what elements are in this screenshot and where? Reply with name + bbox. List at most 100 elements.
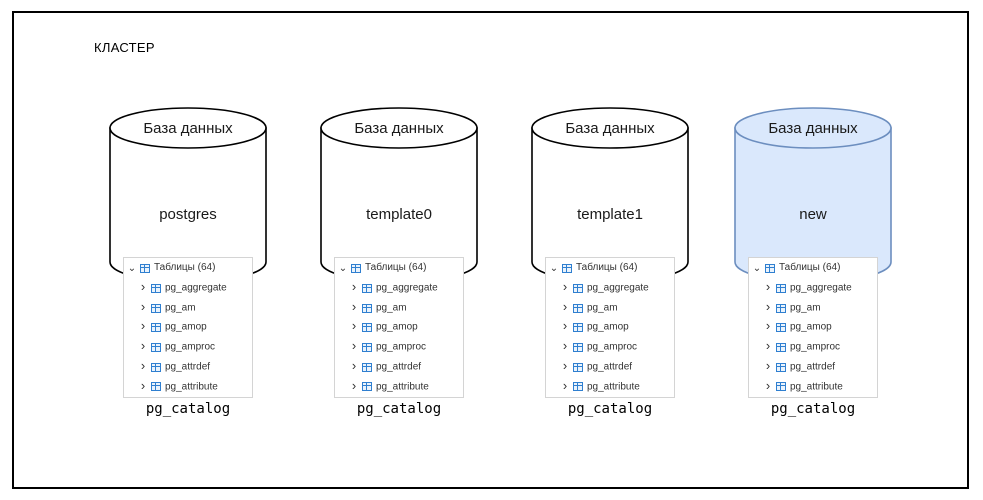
tree-item-pg-am[interactable]: ›pg_am xyxy=(138,298,196,316)
table-name-label: pg_aggregate xyxy=(165,282,227,294)
tree-item-pg-aggregate[interactable]: ›pg_aggregate xyxy=(763,278,852,296)
table-icon xyxy=(151,342,161,352)
table-name-label: pg_attrdef xyxy=(587,361,633,373)
tree-item-pg-attribute[interactable]: ›pg_attribute xyxy=(349,377,429,395)
table-icon xyxy=(573,342,583,352)
tree-node-tables[interactable]: ⌄ Таблицы (64) xyxy=(338,259,427,277)
table-icon xyxy=(573,283,583,293)
tree-item-pg-am[interactable]: ›pg_am xyxy=(349,298,407,316)
chevron-right-icon[interactable]: › xyxy=(140,377,146,393)
tree-item-pg-attribute[interactable]: ›pg_attribute xyxy=(763,377,843,395)
table-icon xyxy=(151,362,161,372)
chevron-right-icon[interactable]: › xyxy=(765,279,771,294)
table-tree-panel: ⌄Таблицы (64)›pg_aggregate›pg_am›pg_amop… xyxy=(545,257,675,398)
chevron-right-icon[interactable]: › xyxy=(765,357,771,373)
chevron-right-icon[interactable]: › xyxy=(140,279,146,294)
tree-item-pg-attrdef[interactable]: › pg_attrdef xyxy=(138,357,210,375)
tree-item-pg-amproc[interactable]: › pg_amproc xyxy=(560,337,637,355)
tree-item-pg-amop[interactable]: › pg_amop xyxy=(349,317,418,335)
tree-item-pg-am[interactable]: › pg_am xyxy=(763,298,821,316)
chevron-right-icon[interactable]: › xyxy=(351,377,357,393)
table-name-label: pg_amproc xyxy=(587,341,638,353)
chevron-right-icon[interactable]: › xyxy=(351,279,357,294)
tree-item-pg-am[interactable]: › pg_am xyxy=(560,298,618,316)
table-name-label: pg_am xyxy=(790,302,821,314)
table-icon xyxy=(776,382,786,392)
table-name-label: pg_attrdef xyxy=(790,361,836,373)
tree-node-label: Таблицы (64) xyxy=(576,262,638,273)
tree-item-pg-attribute[interactable]: ›pg_attribute xyxy=(560,377,640,395)
table-icon xyxy=(776,323,786,333)
tree-item-pg-amop[interactable]: ›pg_amop xyxy=(560,317,629,335)
table-icon xyxy=(151,323,161,333)
tree-item-pg-attrdef[interactable]: ›pg_attrdef xyxy=(349,357,421,375)
table-name-label: pg_amop xyxy=(376,321,418,333)
chevron-right-icon[interactable]: › xyxy=(765,377,771,393)
cylinder-top xyxy=(109,107,267,149)
database-name: template1 xyxy=(577,206,643,223)
chevron-down-icon[interactable]: ⌄ xyxy=(338,262,348,274)
tree-item-pg-attrdef[interactable]: › pg_attrdef xyxy=(560,357,632,375)
chevron-right-icon[interactable]: › xyxy=(351,318,357,334)
table-icon xyxy=(362,342,372,352)
tree-node-tables[interactable]: ⌄ Таблицы (64) xyxy=(127,259,216,277)
chevron-right-icon[interactable]: › xyxy=(140,298,146,314)
database-title: База данных xyxy=(565,120,655,137)
chevron-down-icon[interactable]: ⌄ xyxy=(127,262,137,274)
tree-node-tables[interactable]: ⌄ Таблицы (64) xyxy=(549,259,638,277)
chevron-right-icon[interactable]: › xyxy=(351,357,357,373)
tree-node-label: Таблицы (64) xyxy=(779,262,841,273)
table-name-label: pg_am xyxy=(587,302,618,314)
table-name-label: pg_amproc xyxy=(790,341,841,353)
cylinder-top xyxy=(531,107,689,149)
tree-item-pg-aggregate[interactable]: ›pg_aggregate xyxy=(560,278,649,296)
chevron-right-icon[interactable]: › xyxy=(562,298,568,314)
chevron-down-icon[interactable]: ⌄ xyxy=(549,262,559,274)
schema-label: pg_catalog xyxy=(145,401,231,417)
table-tree-panel: ⌄Таблицы (64)›pg_aggregate›pg_am›pg_amop… xyxy=(123,257,253,398)
chevron-right-icon[interactable]: › xyxy=(351,298,357,314)
tree-item-pg-amop[interactable]: ›pg_amop xyxy=(763,317,832,335)
tree-item-pg-amproc[interactable]: › pg_amproc xyxy=(763,337,840,355)
database-name: new xyxy=(799,206,827,223)
database-cylinder-template1: База данных template1 xyxy=(531,107,689,283)
table-icon xyxy=(362,283,372,293)
chevron-right-icon[interactable]: › xyxy=(140,357,146,373)
chevron-right-icon[interactable]: › xyxy=(562,377,568,393)
table-icon xyxy=(573,303,583,313)
tree-item-pg-amproc[interactable]: ›pg_amproc xyxy=(138,337,215,355)
tree-item-pg-amop[interactable]: › pg_amop xyxy=(138,317,207,335)
chevron-right-icon[interactable]: › xyxy=(562,279,568,294)
chevron-right-icon[interactable]: › xyxy=(765,318,771,334)
chevron-down-icon[interactable]: ⌄ xyxy=(752,262,762,274)
tree-item-pg-aggregate[interactable]: › pg_aggregate xyxy=(138,278,227,296)
tree-item-pg-attrdef[interactable]: › pg_attrdef xyxy=(763,357,835,375)
chevron-right-icon[interactable]: › xyxy=(140,318,146,334)
chevron-right-icon[interactable]: › xyxy=(140,338,146,354)
chevron-right-icon[interactable]: › xyxy=(562,318,568,334)
tree-item-pg-attribute[interactable]: ›pg_attribute xyxy=(138,377,218,395)
table-name-label: pg_amop xyxy=(165,321,207,333)
table-name-label: pg_attrdef xyxy=(165,361,211,373)
tree-node-label: Таблицы (64) xyxy=(154,262,216,273)
table-group-icon xyxy=(140,263,150,273)
cluster-frame xyxy=(12,11,969,489)
chevron-right-icon[interactable]: › xyxy=(765,338,771,354)
chevron-right-icon[interactable]: › xyxy=(765,298,771,314)
schema-label: pg_catalog xyxy=(356,401,442,417)
chevron-right-icon[interactable]: › xyxy=(562,338,568,354)
chevron-right-icon[interactable]: › xyxy=(351,338,357,354)
table-name-label: pg_amproc xyxy=(376,341,427,353)
schema-label: pg_catalog xyxy=(770,401,856,417)
table-tree-panel: ⌄Таблицы (64)›pg_aggregate›pg_am›pg_amop… xyxy=(334,257,464,398)
tree-node-label: Таблицы (64) xyxy=(365,262,427,273)
database-title: База данных xyxy=(143,120,233,137)
tree-item-pg-amproc[interactable]: › pg_amproc xyxy=(349,337,426,355)
tree-node-tables[interactable]: ⌄ Таблицы (64) xyxy=(752,259,841,277)
tree-item-pg-aggregate[interactable]: ›pg_aggregate xyxy=(349,278,438,296)
chevron-right-icon[interactable]: › xyxy=(562,357,568,373)
table-icon xyxy=(776,342,786,352)
